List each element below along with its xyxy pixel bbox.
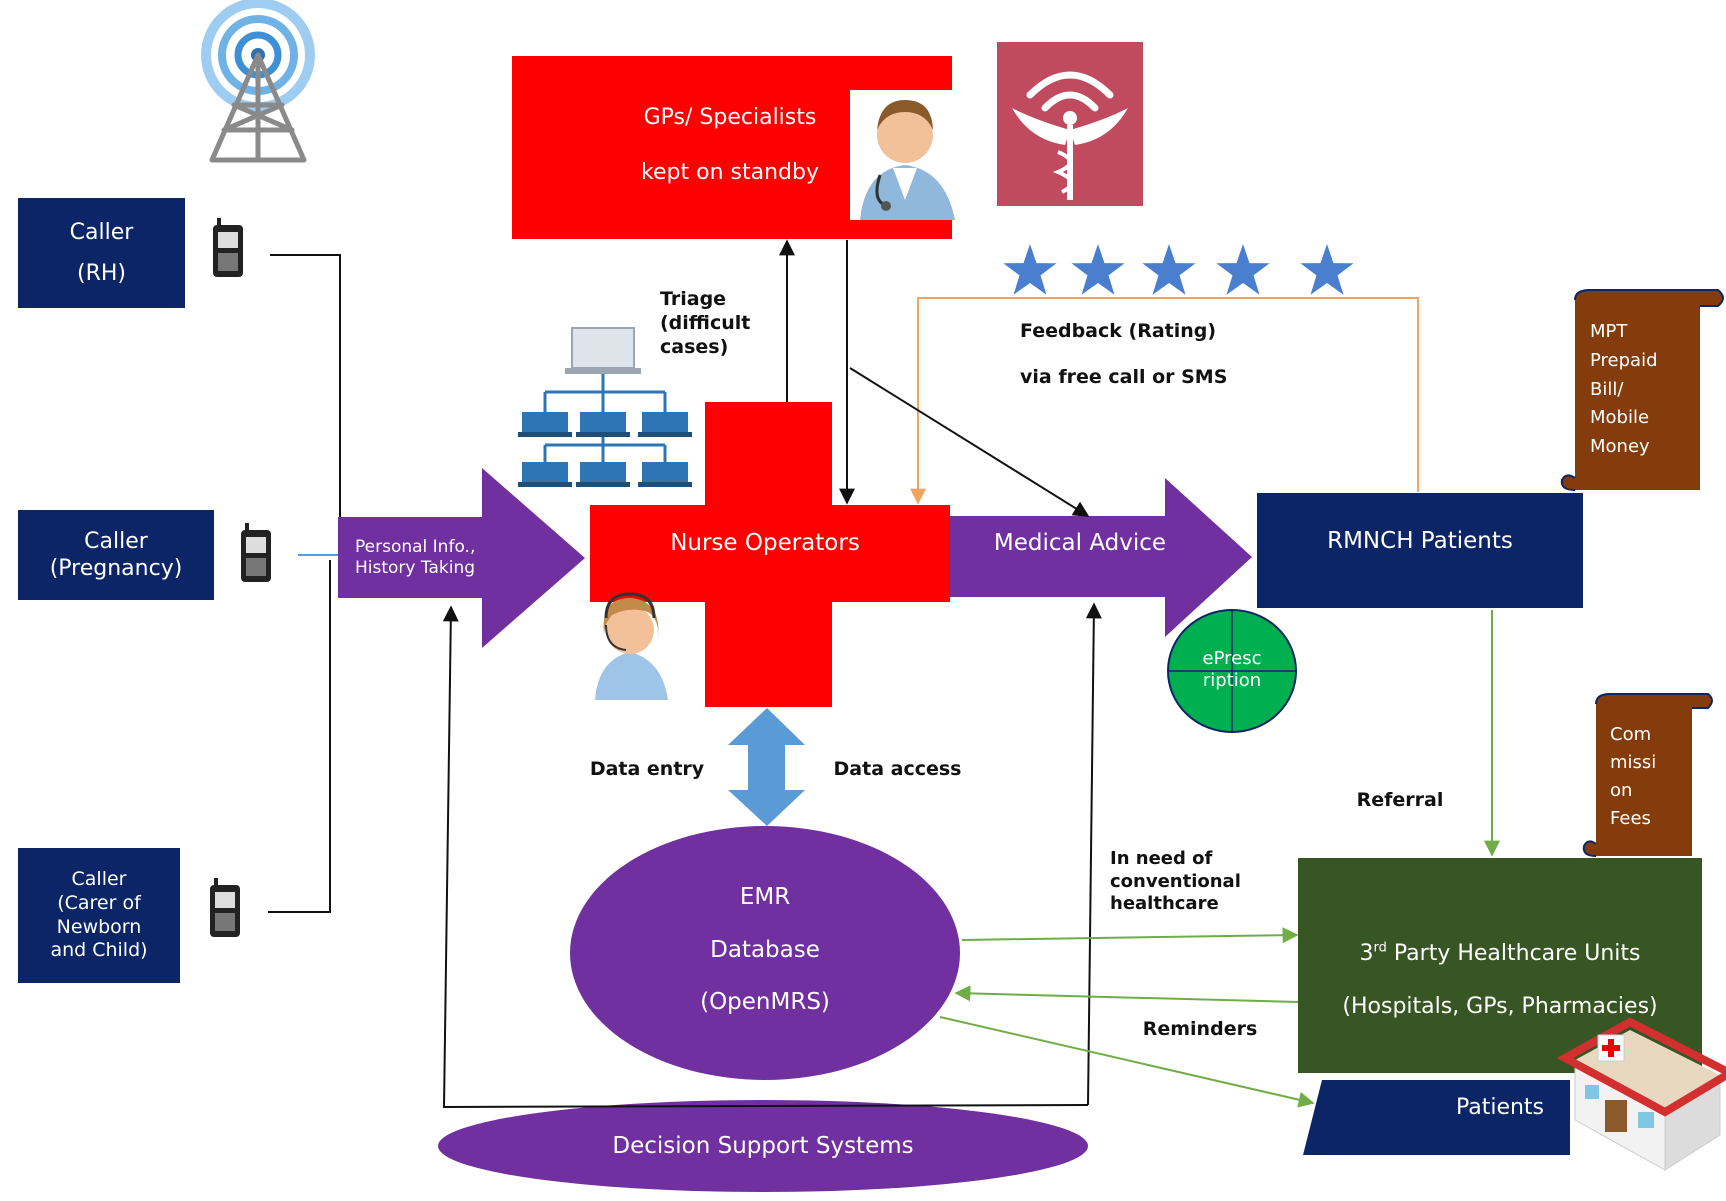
rmnch-patients-box bbox=[1257, 493, 1583, 608]
dss-to-medical-advice-line bbox=[1085, 602, 1102, 1106]
third-party-prefix: 3 bbox=[1359, 940, 1374, 966]
caduceus-wifi-icon bbox=[997, 42, 1143, 206]
decision-support-ellipse bbox=[438, 1100, 1088, 1192]
caller-carer-label: Caller (Carer of Newborn and Child) bbox=[50, 868, 148, 962]
data-access-label: Data access bbox=[833, 758, 962, 781]
emr-to-third-party-line bbox=[961, 927, 1299, 944]
caller-rh-box bbox=[18, 198, 185, 308]
feedback-line1: Feedback (Rating) bbox=[1020, 320, 1217, 343]
commission-scroll-label: Com missi on Fees bbox=[1610, 724, 1657, 829]
caller-pregnancy-label: Caller (Pregnancy) bbox=[18, 510, 214, 600]
star-icon bbox=[1003, 244, 1057, 295]
mobile-phone-icon bbox=[241, 523, 271, 582]
personal-info-label: Personal Info., History Taking bbox=[355, 536, 476, 578]
mpt-scroll-label: MPT Prepaid Bill/ Mobile Money bbox=[1590, 321, 1658, 458]
triage-label: Triage (difficult cases) bbox=[660, 288, 751, 358]
third-party-line1: 3rd Party Healthcare Units bbox=[1360, 940, 1641, 968]
gp-line2: kept on standby bbox=[641, 160, 819, 185]
medical-advice-arrow bbox=[950, 478, 1252, 637]
caller-rh-label: Caller (RH) bbox=[18, 198, 185, 308]
dss-to-personal-info-line bbox=[442, 605, 1089, 1109]
caller-carer-box bbox=[18, 848, 180, 983]
third-party-label: 3rd Party Healthcare Units (Hospitals, G… bbox=[1298, 920, 1702, 1040]
emr-line1: EMR bbox=[739, 883, 791, 910]
patients-shape bbox=[1303, 1080, 1570, 1155]
star-icon bbox=[1142, 244, 1196, 295]
commission-scroll bbox=[1582, 693, 1713, 857]
personal-info-arrow bbox=[338, 468, 585, 648]
gp-line1: GPs/ Specialists bbox=[643, 104, 817, 130]
eprescription-circle bbox=[1167, 609, 1297, 733]
gp-to-advice-arrow bbox=[849, 367, 1090, 517]
caller-rh-line2: (RH) bbox=[77, 261, 126, 286]
third-party-suffix: Party Healthcare Units bbox=[1386, 940, 1641, 966]
star-icon bbox=[1071, 244, 1125, 295]
caller-rh-line1: Caller bbox=[69, 219, 134, 245]
emr-line3: (OpenMRS) bbox=[700, 989, 830, 1016]
conventional-healthcare-label: In need of conventional healthcare bbox=[1110, 848, 1241, 915]
mobile-phone-icon bbox=[213, 218, 243, 277]
data-exchange-arrow bbox=[728, 708, 805, 826]
emr-database-ellipse bbox=[570, 826, 960, 1080]
rating-stars bbox=[1003, 244, 1354, 295]
third-party-line2: (Hospitals, GPs, Pharmacies) bbox=[1342, 994, 1658, 1019]
eprescription-label: ePresc ription bbox=[1202, 647, 1262, 692]
caller-pregnancy-line1: Caller bbox=[84, 528, 148, 554]
data-entry-label: Data entry bbox=[589, 758, 705, 781]
hospital-building-icon bbox=[1556, 1017, 1726, 1171]
nurse-operators-label: Nurse Operators bbox=[670, 529, 860, 556]
feedback-label: Feedback (Rating) via free call or SMS bbox=[1020, 312, 1320, 398]
doctor-icon bbox=[850, 90, 960, 220]
emr-database-label: EMR Database (OpenMRS) bbox=[620, 860, 910, 1040]
third-party-to-emr-line bbox=[954, 985, 1299, 1003]
mpt-scroll bbox=[1560, 289, 1724, 491]
caller-pregnancy-line2: (Pregnancy) bbox=[49, 556, 183, 581]
nurse-operators-cross bbox=[590, 402, 950, 707]
reminders-label: Reminders bbox=[1142, 1018, 1258, 1041]
third-party-sup: rd bbox=[1373, 940, 1387, 956]
decision-support-label: Decision Support Systems bbox=[612, 1132, 914, 1159]
caller-pregnancy-box bbox=[18, 510, 214, 600]
star-icon bbox=[1300, 244, 1354, 295]
computer-network-icon bbox=[518, 327, 692, 487]
radio-tower-icon bbox=[201, 0, 315, 163]
feedback-line2: via free call or SMS bbox=[1020, 366, 1228, 388]
rmnch-patients-label: RMNCH Patients bbox=[1327, 527, 1513, 554]
referral-label: Referral bbox=[1356, 789, 1444, 812]
gp-specialists-label: GPs/ Specialists kept on standby bbox=[600, 80, 860, 210]
feedback-line bbox=[910, 297, 1419, 505]
star-icon bbox=[1216, 244, 1270, 295]
caller-connector-lines bbox=[268, 254, 341, 913]
mobile-phone-icon bbox=[210, 878, 240, 937]
medical-advice-label: Medical Advice bbox=[993, 529, 1167, 556]
patients-label: Patients bbox=[1455, 1095, 1545, 1121]
emr-line2: Database bbox=[710, 936, 820, 963]
nurse-operator-icon bbox=[595, 592, 668, 700]
emr-to-patients-line bbox=[939, 1016, 1315, 1108]
